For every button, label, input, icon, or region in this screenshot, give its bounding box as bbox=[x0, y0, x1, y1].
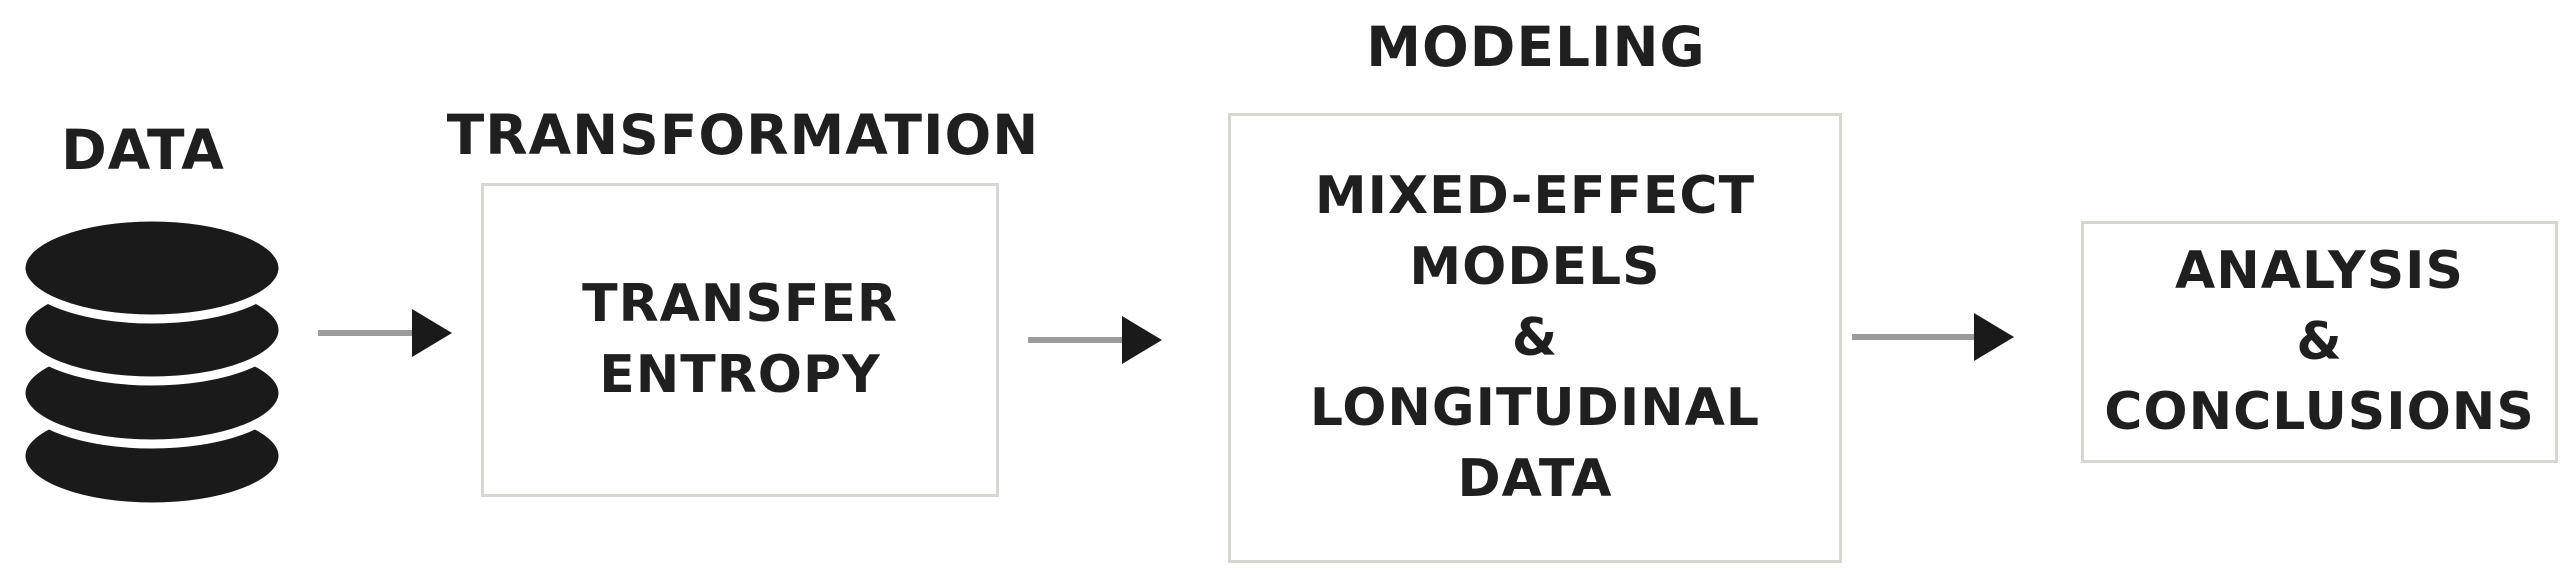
arrow-right-icon bbox=[1028, 314, 1162, 366]
arrow-head bbox=[1122, 316, 1162, 364]
arrow-shaft bbox=[1852, 334, 1978, 340]
arrow-head bbox=[412, 309, 452, 357]
database-icon bbox=[16, 212, 288, 512]
mixed-effect-models-box: MIXED-EFFECT MODELS & LONGITUDINAL DATA bbox=[1228, 113, 1842, 563]
arrow-shaft bbox=[1028, 337, 1126, 343]
transfer-entropy-box: TRANSFER ENTROPY bbox=[481, 183, 999, 497]
arrow-shaft bbox=[318, 330, 416, 336]
analysis-conclusions-box: ANALYSIS & CONCLUSIONS bbox=[2081, 221, 2558, 463]
data-stage-label: DATA bbox=[61, 118, 225, 182]
arrow-right-icon bbox=[1852, 311, 2014, 363]
modeling-stage-label: MODELING bbox=[1366, 15, 1706, 79]
arrow-right-icon bbox=[318, 307, 452, 359]
arrow-head bbox=[1974, 313, 2014, 361]
transformation-stage-label: TRANSFORMATION bbox=[446, 103, 1040, 167]
database-disk bbox=[16, 212, 288, 324]
